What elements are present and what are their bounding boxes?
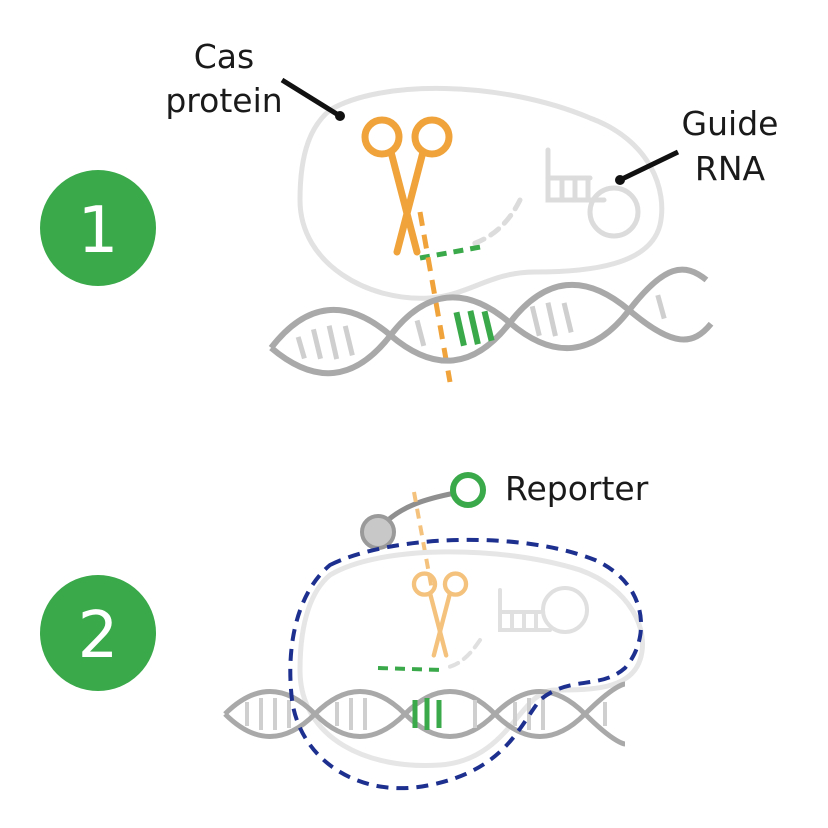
cas-protein-label-line1: Cas <box>194 37 254 76</box>
dna-helix-icon <box>268 266 714 377</box>
cut-line <box>417 211 453 383</box>
step-2: 2 Reporter <box>40 469 649 791</box>
guide-rna-2 <box>443 586 589 670</box>
dna-helix-icon-2 <box>223 681 626 747</box>
cas-protein-outline-2 <box>297 549 645 769</box>
cas-protein-label-line2: protein <box>165 81 282 120</box>
reporter-label: Reporter <box>505 469 649 508</box>
guide-spacer <box>419 243 487 261</box>
guide-leader-line <box>618 149 680 183</box>
step-1: 1 <box>40 37 778 383</box>
cas-leader-line <box>280 77 342 119</box>
guide-spacer-2 <box>377 666 443 672</box>
quencher-ball-icon <box>360 514 396 550</box>
step-1-number: 1 <box>78 194 119 268</box>
guide-leader-dot <box>615 175 625 185</box>
cas-leader-dot <box>335 111 345 121</box>
step-1-badge <box>40 170 156 286</box>
cas-protein-outline <box>297 85 665 301</box>
reporter-complex-outline <box>288 537 644 791</box>
guide-rna <box>467 147 641 248</box>
guide-rna-label-line1: Guide <box>682 104 779 143</box>
reporter-ring-icon <box>450 472 486 508</box>
scissors-icon <box>365 120 449 252</box>
step-2-badge <box>40 575 156 691</box>
guide-rna-label-line2: RNA <box>695 149 766 188</box>
scissors-icon-2 <box>414 574 466 656</box>
step-2-number: 2 <box>78 599 119 673</box>
